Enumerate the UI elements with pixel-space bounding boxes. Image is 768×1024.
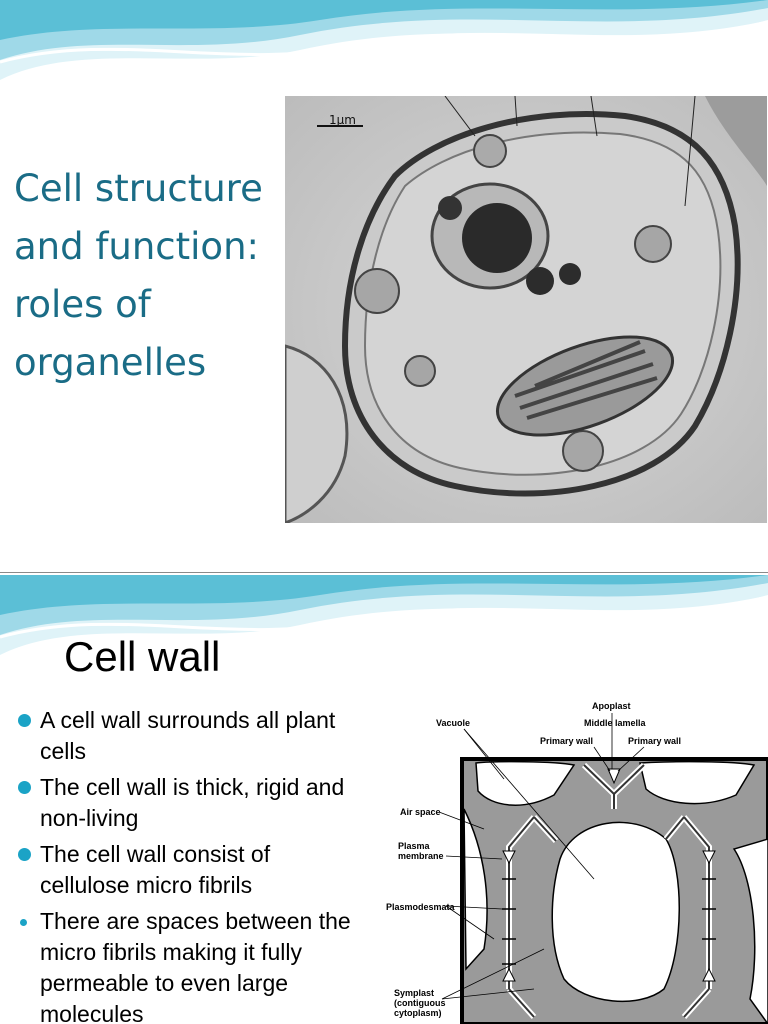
label-air-space: Air space — [400, 807, 441, 817]
slide-1: Cell structure and function: roles of or… — [0, 0, 768, 573]
label-middle-lamella: Middle lamella — [584, 718, 647, 728]
label-plasma: Plasma — [398, 841, 431, 851]
slide-2-title: Cell wall — [64, 633, 221, 680]
bullet-list: A cell wall surrounds all plant cells Th… — [18, 705, 358, 1024]
label-vacuole: Vacuole — [436, 718, 470, 728]
title-line-3: roles of — [14, 283, 151, 326]
bullet-dot-icon — [18, 848, 31, 861]
label-plasmodesmata: Plasmodesmata — [386, 902, 456, 912]
label-symplast: Symplast — [394, 988, 434, 998]
label-primary-wall-right: Primary wall — [628, 736, 681, 746]
header-wave-decoration-2 — [0, 575, 768, 655]
cell-wall-diagram: Apoplast Middle lamella Vacuole Primary … — [384, 699, 768, 1024]
label-contiguous: (contiguous — [394, 998, 446, 1008]
bullet-dot-icon — [18, 781, 31, 794]
title-line-2: and function: — [14, 225, 259, 268]
label-cytoplasm: cytoplasm) — [394, 1008, 442, 1018]
label-primary-wall-left: Primary wall — [540, 736, 593, 746]
slide-1-title: Cell structure and function: roles of or… — [14, 160, 284, 392]
cell-micrograph-image: 1µm — [285, 96, 767, 523]
label-membrane: membrane — [398, 851, 444, 861]
bullet-item: A cell wall surrounds all plant cells — [18, 705, 358, 767]
bullet-dot-icon — [20, 919, 27, 926]
title-line-4: organelles — [14, 341, 207, 384]
header-wave-decoration — [0, 0, 768, 80]
title-line-1: Cell structure — [14, 167, 263, 210]
scale-bar-label: 1µm — [329, 113, 356, 127]
bullet-item: There are spaces between the micro fibri… — [18, 906, 358, 1024]
label-apoplast: Apoplast — [592, 701, 631, 711]
bullet-item: The cell wall is thick, rigid and non-li… — [18, 772, 358, 834]
bullet-item: The cell wall consist of cellulose micro… — [18, 839, 358, 901]
bullet-dot-icon — [18, 714, 31, 727]
slide-2: Cell wall A cell wall surrounds all plan… — [0, 575, 768, 1024]
